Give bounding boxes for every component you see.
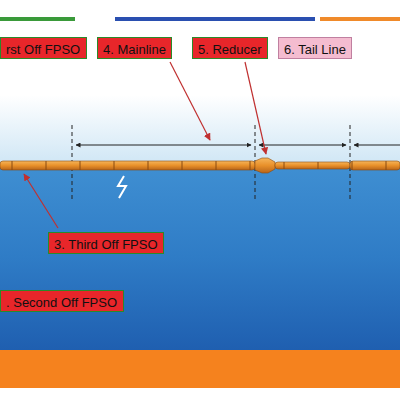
section-bar <box>320 17 400 21</box>
label-box: . Second Off FPSO <box>0 290 124 312</box>
part-label: . Second Off FPSO <box>6 295 117 311</box>
label-box: 4. Mainline <box>97 37 172 59</box>
section-bar <box>0 17 75 21</box>
hose-joint <box>352 161 353 170</box>
break-symbol <box>118 176 126 198</box>
hose-joint <box>46 161 47 170</box>
label-box: 6. Tail Line <box>278 37 352 59</box>
sea <box>0 165 400 350</box>
leader-line <box>24 62 266 228</box>
sky <box>0 95 400 165</box>
label-box: 3. Third Off FPSO <box>48 232 164 254</box>
hose-joint <box>12 161 13 170</box>
label-box: 5. Reducer <box>192 37 268 59</box>
part-label: 5. Reducer <box>198 42 262 58</box>
hose-joint <box>182 161 183 170</box>
part-label: rst Off FPSO <box>6 42 80 58</box>
part-label: 6. Tail Line <box>284 42 346 58</box>
hose-joint <box>114 161 115 170</box>
dimension-line <box>76 145 400 146</box>
hose-joint <box>148 161 149 170</box>
hose-joint <box>80 161 81 170</box>
hose-joint <box>386 161 387 170</box>
seabed <box>0 350 400 388</box>
part-label: 4. Mainline <box>103 42 166 58</box>
part-label: 3. Third Off FPSO <box>54 237 158 253</box>
section-bar <box>115 17 315 21</box>
hose-joint <box>284 162 285 169</box>
label-box: rst Off FPSO <box>0 37 87 59</box>
hose <box>0 158 400 173</box>
hose-joint <box>250 161 251 170</box>
hose-joint <box>318 162 319 169</box>
hose-joint <box>216 161 217 170</box>
